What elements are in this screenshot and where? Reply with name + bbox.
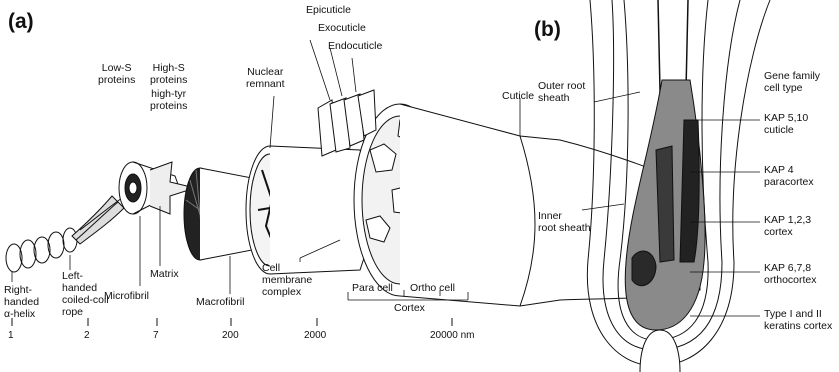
macrofibril-disc [184, 168, 252, 260]
cuticle-label: Cuticle [502, 90, 534, 102]
coiled-coil-rope [72, 196, 124, 244]
high-tyr-proteins-label: high-tyr proteins [150, 88, 187, 112]
endocuticle-label: Endocuticle [328, 40, 382, 52]
low-s-proteins-label: Low-S proteins [98, 62, 135, 86]
cell-membrane-complex-label: Cell membrane complex [262, 262, 312, 298]
outer-root-sheath-label: Outer root sheath [538, 80, 585, 104]
scale-tick-1: 1 [8, 330, 14, 342]
gene-family-header-label: Gene family cell type [764, 70, 820, 94]
panel-a-label: (a) [8, 10, 34, 34]
cortex-label: Cortex [394, 302, 425, 314]
kap-6-7-8-label: KAP 6,7,8 orthocortex [764, 262, 817, 286]
scale-axis-ticks [12, 318, 452, 326]
macrofibril-label: Macrofibril [196, 296, 244, 308]
kap-4-label: KAP 4 paracortex [764, 164, 814, 188]
nuclear-remnant-label: Nuclear remnant [246, 66, 285, 90]
microfibril-label: Microfibril [104, 290, 149, 302]
kap-5-10-label: KAP 5,10 cuticle [764, 112, 808, 136]
left-handed-rope-label: Left- handed coiled-coil rope [62, 270, 109, 318]
scale-tick-6: 20000 nm [430, 330, 474, 342]
panel-b-label: (b) [534, 18, 561, 42]
exocuticle-label: Exocuticle [318, 22, 366, 34]
type-i-ii-keratins-label: Type I and II keratins cortex [764, 308, 832, 332]
para-cell-label: Para cell [352, 282, 393, 294]
high-s-proteins-label: High-S proteins [150, 62, 187, 86]
scale-tick-4: 200 [222, 330, 239, 342]
kap-1-2-3-label: KAP 1,2,3 cortex [764, 214, 811, 238]
ortho-cell-label: Ortho cell [410, 282, 455, 294]
inner-root-sheath-label: Inner root sheath [538, 210, 591, 234]
right-handed-helix-label: Right- handed α-helix [4, 284, 39, 320]
scale-tick-3: 7 [153, 330, 159, 342]
scale-tick-2: 2 [84, 330, 90, 342]
scale-tick-5: 2000 [304, 330, 326, 342]
alpha-helix-coil [6, 228, 77, 272]
matrix-label: Matrix [150, 268, 179, 280]
epicuticle-label: Epicuticle [306, 4, 351, 16]
